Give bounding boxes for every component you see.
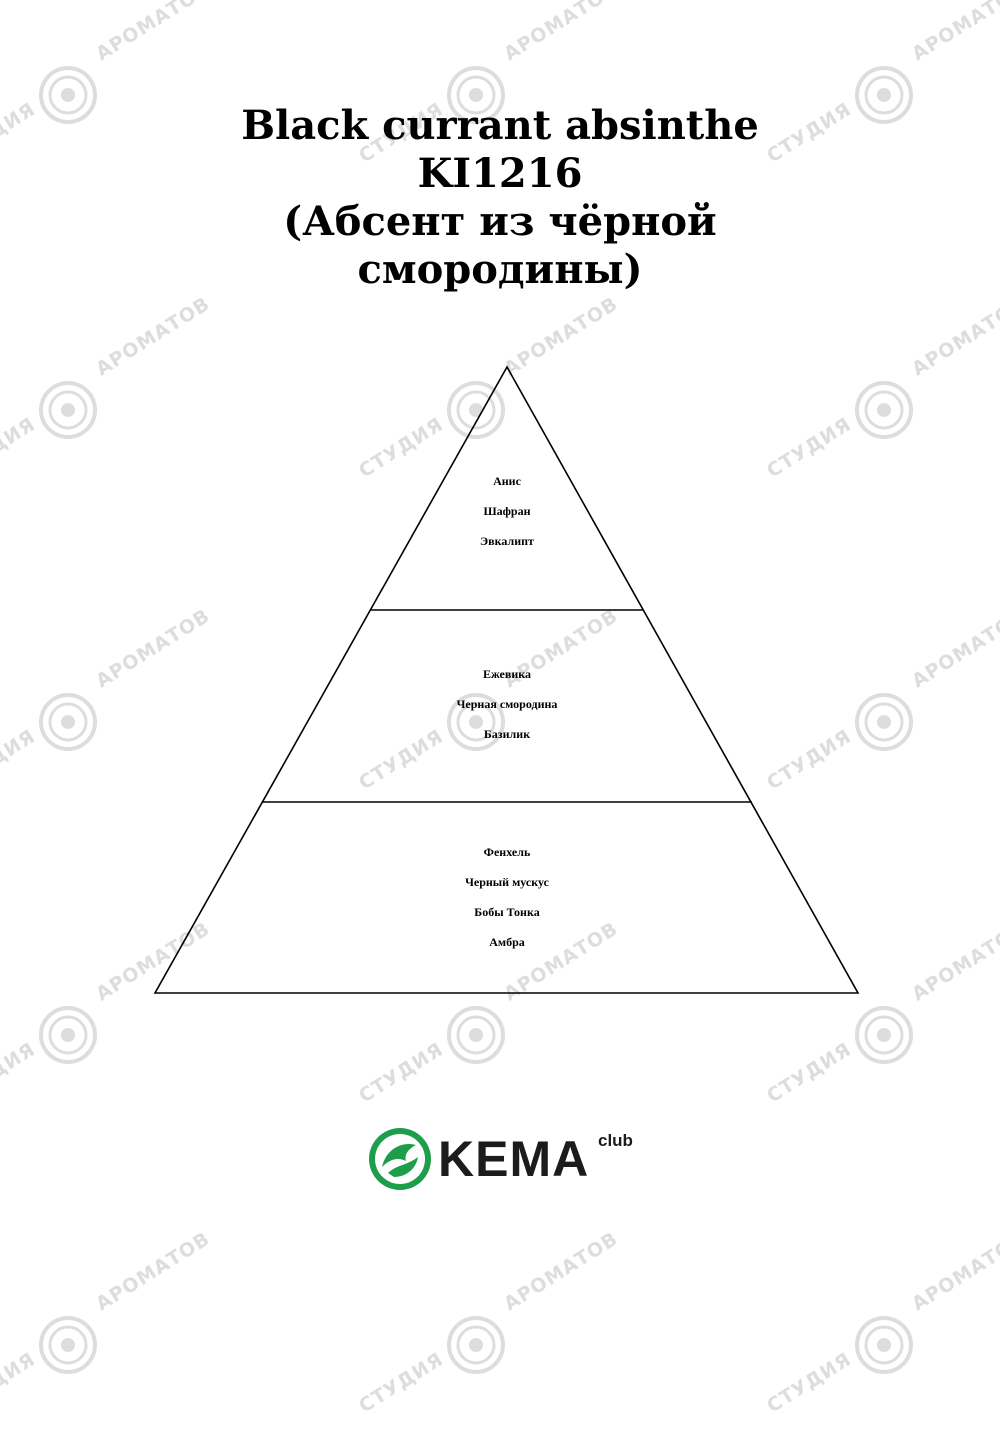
- base-note: Черный мускус: [465, 875, 550, 889]
- base-note: Амбра: [489, 935, 525, 949]
- logo-wordmark: KEMA: [438, 1131, 590, 1187]
- kema-club-logo: KEMA club: [368, 1127, 648, 1193]
- top-note: Анис: [493, 474, 521, 488]
- logo-subtitle: club: [598, 1131, 633, 1150]
- document-title: Black currant absinthe KI1216 (Абсент из…: [150, 102, 850, 294]
- kema-leaf-icon: [369, 1128, 431, 1190]
- base-note: Фенхель: [484, 845, 531, 859]
- pyramid-outline: [153, 365, 860, 994]
- title-line-2: KI1216: [417, 150, 583, 197]
- top-note: Шафран: [483, 504, 530, 518]
- base-notes: Фенхель Черный мускус Бобы Тонка Амбра: [465, 845, 550, 949]
- base-note: Бобы Тонка: [474, 905, 539, 919]
- title-line-1: Black currant absinthe: [241, 102, 759, 149]
- middle-note: Базилик: [484, 727, 530, 741]
- top-note: Эвкалипт: [480, 534, 534, 548]
- middle-note: Ежевика: [483, 667, 531, 681]
- middle-note: Черная смородина: [457, 697, 558, 711]
- middle-notes: Ежевика Черная смородина Базилик: [457, 667, 558, 741]
- title-line-4: смородины): [357, 246, 643, 293]
- title-line-3: (Абсент из чёрной: [283, 198, 717, 245]
- top-notes: Анис Шафран Эвкалипт: [480, 474, 534, 548]
- fragrance-pyramid: Анис Шафран Эвкалипт Ежевика Черная смор…: [153, 365, 860, 994]
